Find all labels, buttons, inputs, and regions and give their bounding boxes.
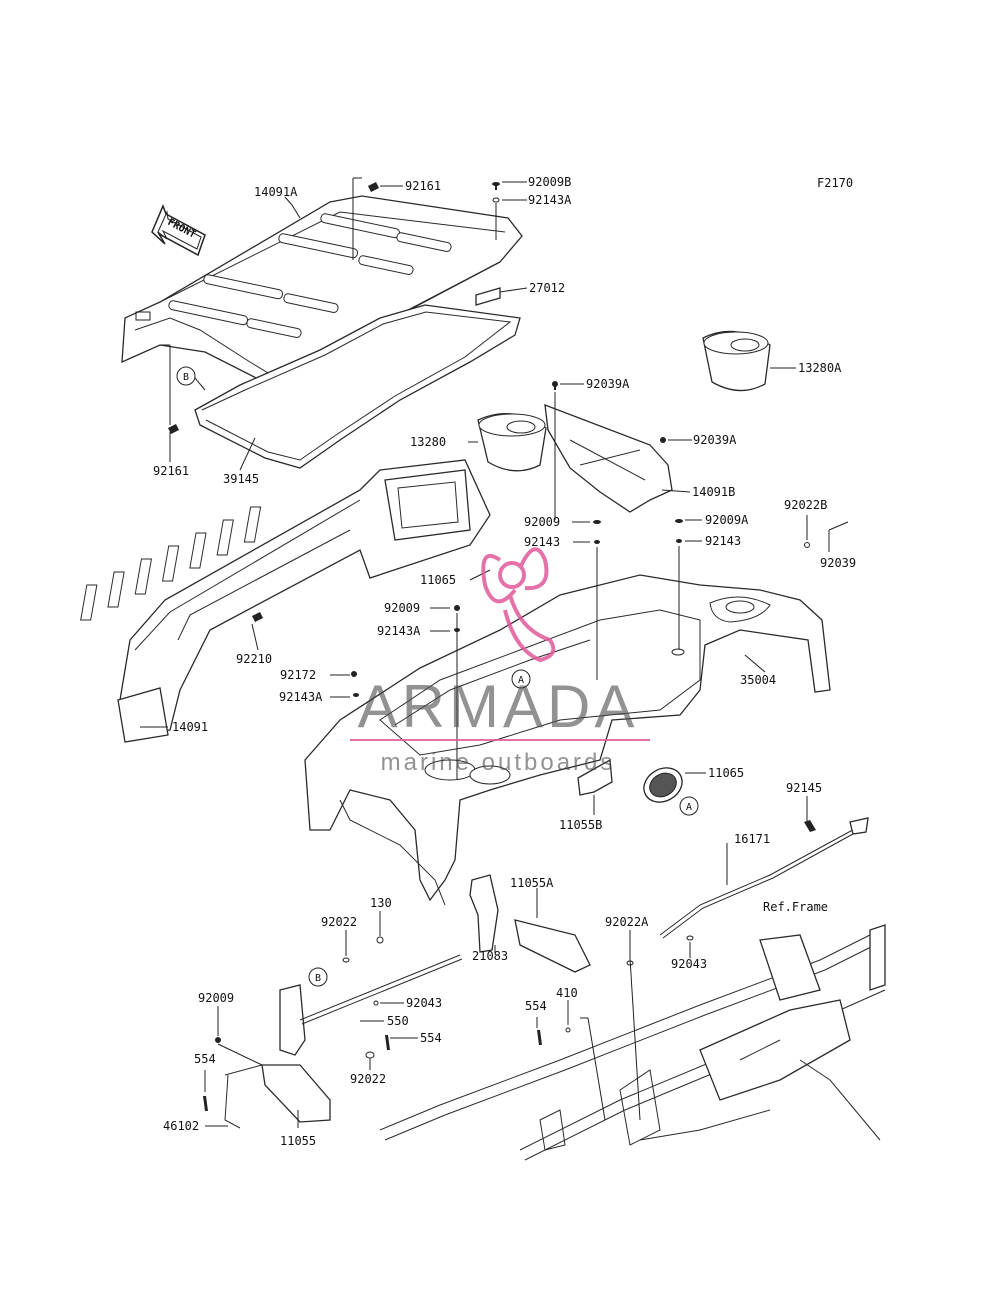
- roof-panel: [121, 195, 523, 393]
- bracket-11055a: [514, 919, 591, 973]
- part-number: 92043: [671, 957, 707, 971]
- part-number: 130: [370, 896, 392, 910]
- part-number: 92043: [406, 996, 442, 1010]
- part-number: 92143: [705, 534, 741, 548]
- callout-b-bar: B: [308, 967, 328, 987]
- front-arrow-icon: FRONT: [151, 203, 206, 257]
- fastener-icons: [168, 182, 816, 1111]
- part-number: 92172: [280, 668, 316, 682]
- part-number: 92009: [384, 601, 420, 615]
- part-number: 92009: [198, 991, 234, 1005]
- part-number: 11055: [280, 1134, 316, 1148]
- vehicle-frame: [379, 924, 886, 1161]
- part-number: 92143A: [377, 624, 421, 638]
- part-number: 92143A: [528, 193, 572, 207]
- cup-holder-13280a: [702, 330, 771, 392]
- part-number: 92143A: [279, 690, 323, 704]
- part-number: 14091B: [692, 485, 735, 499]
- watermark-logo: ARMADA marine outboards: [350, 547, 650, 776]
- part-number: 92143: [524, 535, 560, 549]
- part-number: 92022: [321, 915, 357, 929]
- part-number: 92039A: [693, 433, 737, 447]
- part-number: 550: [387, 1014, 409, 1028]
- svg-text:A: A: [518, 675, 524, 686]
- part-number: 410: [556, 986, 578, 1000]
- part-number: 16171: [734, 832, 770, 846]
- bracket-21083: [469, 874, 499, 953]
- part-number: 554: [194, 1052, 216, 1066]
- part-number: 11055B: [559, 818, 602, 832]
- part-number: 92022B: [784, 498, 827, 512]
- part-number: 92210: [236, 652, 272, 666]
- part-number: 14091A: [254, 185, 298, 199]
- part-number: 35004: [740, 673, 776, 687]
- watermark-tagline: marine outboards: [381, 749, 616, 776]
- callout-a-speaker: A: [679, 796, 699, 816]
- svg-text:B: B: [183, 372, 189, 383]
- side-panel-14091b: [544, 404, 673, 513]
- propeller-logo-icon: [481, 547, 556, 663]
- part-number: 92145: [786, 781, 822, 795]
- part-number: 11055A: [510, 876, 554, 890]
- part-number: 92022A: [605, 915, 649, 929]
- part-number: 11065: [420, 573, 456, 587]
- svg-text:A: A: [686, 802, 692, 813]
- part-number: 11065: [708, 766, 744, 780]
- part-number: 46102: [163, 1119, 199, 1133]
- callout-b-roof: B: [176, 366, 196, 386]
- part-number: 92161: [405, 179, 441, 193]
- svg-text:B: B: [315, 973, 321, 984]
- figure-code: F2170: [817, 176, 853, 190]
- part-labels: 14091A 92161 92009B 92143A 27012 13280A …: [153, 175, 856, 1148]
- part-number: 92009: [524, 515, 560, 529]
- bracket-11055b: [577, 758, 613, 796]
- part-number: 13280A: [798, 361, 842, 375]
- part-number: 92161: [153, 464, 189, 478]
- leader-lines: [140, 177, 849, 1128]
- part-number: 554: [420, 1031, 442, 1045]
- part-number: 92009B: [528, 175, 571, 189]
- dash-panel: [304, 574, 831, 906]
- part-number: 39145: [223, 472, 259, 486]
- speaker-11065: [643, 767, 683, 803]
- front-grille: [80, 459, 491, 743]
- part-number: 92009A: [705, 513, 749, 527]
- cup-holder-13280: [477, 413, 547, 472]
- ref-frame-label: Ref.Frame: [763, 900, 828, 914]
- roof-seal: [194, 304, 521, 469]
- part-number: 14091: [172, 720, 208, 734]
- part-number: 13280: [410, 435, 446, 449]
- part-number: 21083: [472, 949, 508, 963]
- callout-a-dash: A: [511, 669, 531, 689]
- bracket-27012: [475, 287, 501, 306]
- part-number: 554: [525, 999, 547, 1013]
- part-number: 92039A: [586, 377, 630, 391]
- watermark-brand: ARMADA: [358, 673, 639, 740]
- lower-bracket-assembly: [224, 954, 463, 1129]
- cable-16171: [659, 825, 861, 936]
- part-number: 92022: [350, 1072, 386, 1086]
- part-number: 92039: [820, 556, 856, 570]
- part-number: 27012: [529, 281, 565, 295]
